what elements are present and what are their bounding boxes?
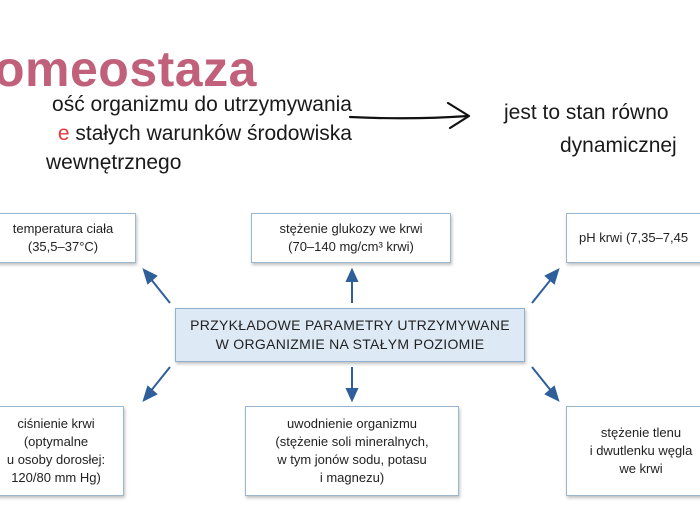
arrow-to-hydration bbox=[345, 367, 359, 403]
ph-box: pH krwi (7,35–7,45 bbox=[566, 213, 700, 263]
oxygen-box: stężenie tlenu i dwutlenku węgla we krwi bbox=[566, 406, 700, 496]
pressure-line-2: (optymalne bbox=[23, 434, 89, 449]
hydration-line-1: uwodnienie organizmu bbox=[286, 416, 418, 431]
center-line-2: W ORGANIZMIE NA STAŁYM POZIOMIE bbox=[215, 336, 485, 352]
temperature-box: temperatura ciała (35,5–37°C) bbox=[0, 213, 136, 263]
hydration-line-3: w tym jonów sodu, potasu bbox=[277, 452, 427, 467]
hydration-box: uwodnienie organizmu (stężenie soli mine… bbox=[245, 406, 459, 496]
definition-highlight: e bbox=[57, 122, 70, 145]
arrow-to-oxygen bbox=[531, 366, 560, 402]
arrow-to-glucose bbox=[345, 267, 359, 303]
hydration-line-2: (stężenie soli mineralnych, bbox=[275, 434, 429, 449]
definition-line-2: e stałych warunków środowiska bbox=[0, 119, 352, 148]
oxygen-line-2: i dwutlenku węgla bbox=[589, 443, 693, 458]
pressure-line-4: 120/80 mm Hg) bbox=[11, 470, 101, 485]
pressure-line-1: ciśnienie krwi bbox=[17, 416, 95, 431]
arrow-to-temperature bbox=[142, 268, 171, 304]
ph-label: pH krwi (7,35–7,45 bbox=[579, 230, 689, 245]
definition-line-2-rest: stałych warunków środowiska bbox=[69, 122, 352, 145]
arrow-to-ph bbox=[531, 268, 560, 304]
equilibrium-text: jest to stan równo dynamicznej bbox=[470, 96, 700, 162]
pressure-box: ciśnienie krwi (optymalne u osoby dorosł… bbox=[0, 406, 124, 496]
handdrawn-arrow bbox=[348, 101, 471, 130]
glucose-box: stężenie glukozy we krwi (70–140 mg/cm³ … bbox=[251, 213, 451, 263]
pressure-line-3: u osoby dorosłej: bbox=[6, 452, 106, 467]
equilibrium-line-1: jest to stan równo bbox=[504, 101, 669, 124]
glucose-range: (70–140 mg/cm³ krwi) bbox=[288, 239, 414, 254]
oxygen-line-1: stężenie tlenu bbox=[600, 425, 682, 440]
temperature-range: (35,5–37°C) bbox=[27, 239, 99, 254]
page-title: omeostaza bbox=[0, 41, 257, 97]
definition-line-3: wewnętrznego bbox=[46, 151, 182, 174]
definition-text: ość organizmu do utrzymywania e stałych … bbox=[0, 90, 352, 177]
temperature-label: temperatura ciała bbox=[12, 221, 114, 236]
equilibrium-line-2: dynamicznej bbox=[560, 134, 677, 157]
oxygen-line-3: we krwi bbox=[619, 461, 663, 476]
center-line-1: PRZYKŁADOWE PARAMETRY UTRZYMYWANE bbox=[190, 317, 510, 333]
hydration-line-4: i magnezu) bbox=[319, 470, 385, 485]
glucose-label: stężenie glukozy we krwi bbox=[279, 221, 423, 236]
arrow-to-pressure bbox=[142, 366, 171, 402]
definition-line-1: ość organizmu do utrzymywania bbox=[52, 93, 352, 116]
center-box: PRZYKŁADOWE PARAMETRY UTRZYMYWANE W ORGA… bbox=[175, 308, 525, 362]
